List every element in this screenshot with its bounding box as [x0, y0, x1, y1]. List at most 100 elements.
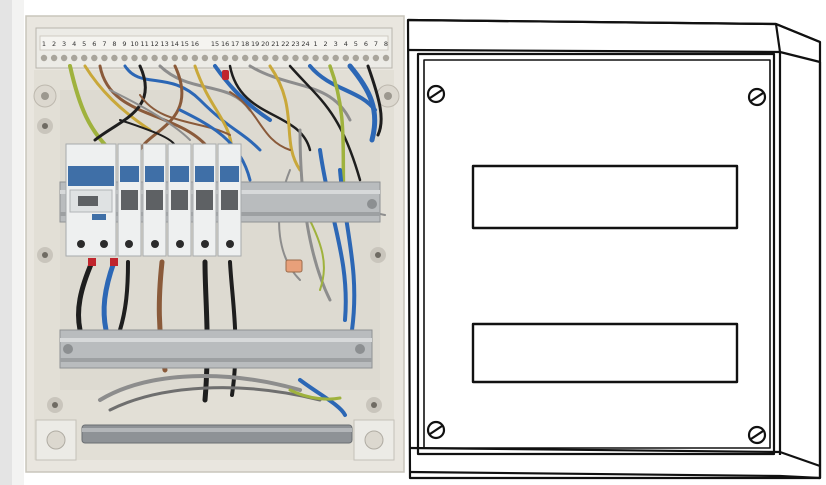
terminal-number: 15: [181, 40, 189, 48]
terminal-screw: [332, 54, 339, 62]
terminal-screw: [141, 54, 148, 62]
terminal-number: 8: [384, 40, 388, 48]
terminal-screw: [352, 54, 359, 62]
circuit-breaker-4[interactable]: [192, 143, 217, 257]
terminal-screw: [181, 54, 188, 62]
terminal-screw: [362, 54, 370, 62]
circuit-breaker-5[interactable]: [217, 143, 242, 257]
terminal-screw: [302, 54, 309, 62]
terminal-screw: [191, 54, 199, 62]
screw-bottom-right: [747, 425, 767, 445]
breaker-row: [65, 143, 242, 257]
terminal-screw: [81, 54, 88, 62]
terminal-screw: [131, 54, 138, 62]
screw-top-right: [747, 87, 767, 107]
terminal-number: 4: [72, 40, 76, 48]
terminal-screw: [221, 54, 229, 62]
screw-bottom-left: [426, 420, 446, 440]
circuit-breaker-3[interactable]: [167, 143, 192, 257]
terminal-screw: [262, 54, 269, 62]
terminal-number: 2: [52, 40, 56, 48]
terminal-number: 2: [324, 40, 328, 48]
door-panel: [416, 52, 776, 456]
terminal-number: 11: [140, 40, 148, 48]
terminal-screw: [372, 54, 380, 62]
terminal-screw: [91, 54, 98, 62]
screw-top-left: [426, 84, 446, 104]
top-lid: [407, 18, 782, 54]
terminal-number: 6: [92, 40, 96, 48]
terminal-screw: [40, 54, 48, 62]
terminal-number: 15: [211, 40, 219, 48]
terminal-screw: [211, 54, 219, 62]
terminal-number: 1: [42, 40, 46, 48]
terminal-number: 10: [130, 40, 138, 48]
terminal-number: 1: [314, 40, 318, 48]
terminal-number: 12: [150, 40, 158, 48]
bottom-lip: [409, 446, 821, 468]
terminal-number: 14: [171, 40, 179, 48]
terminal-number: 23: [291, 40, 299, 48]
din-rail-lower: [59, 329, 373, 369]
terminal-screw: [161, 54, 168, 62]
circuit-breaker-1[interactable]: [117, 143, 142, 257]
terminal-screw: [272, 54, 279, 62]
terminal-number: 13: [161, 40, 169, 48]
wiring-right-side: [278, 128, 386, 332]
terminal-number: 9: [122, 40, 126, 48]
breaker-window-lower: [471, 322, 739, 384]
terminal-screw: [242, 54, 249, 62]
terminal-number: 4: [344, 40, 348, 48]
terminal-screw: [171, 54, 178, 62]
terminal-number: 19: [251, 40, 259, 48]
terminal-number: 17: [231, 40, 239, 48]
terminal-number: 5: [82, 40, 86, 48]
rcd-breaker[interactable]: [65, 143, 117, 257]
terminal-screw: [312, 54, 319, 62]
terminal-number: 6: [364, 40, 368, 48]
red-sleeve: [88, 258, 96, 266]
terminal-number: 5: [354, 40, 358, 48]
earth-bar: [81, 424, 353, 444]
drawing-closed-enclosure: [406, 18, 822, 480]
breaker-window-upper: [471, 164, 739, 230]
terminal-screw: [292, 54, 299, 62]
cable-entry: [35, 419, 395, 461]
red-wire-marker: [222, 70, 229, 80]
wire-connector: [285, 259, 303, 273]
terminal-number: 22: [281, 40, 289, 48]
circuit-breaker-2[interactable]: [142, 143, 167, 257]
terminal-screw: [282, 54, 289, 62]
terminal-screw: [322, 54, 329, 62]
terminal-number: 7: [374, 40, 378, 48]
terminal-number: 24: [301, 40, 309, 48]
door-inner-frame: [423, 59, 771, 449]
terminal-screw: [252, 54, 259, 62]
terminal-number: 8: [112, 40, 116, 48]
terminal-number: 21: [271, 40, 279, 48]
terminal-screw: [201, 54, 209, 62]
terminal-screw: [101, 54, 108, 62]
terminal-screw: [151, 54, 158, 62]
terminal-screw: [60, 54, 68, 62]
terminal-screw: [71, 54, 78, 62]
terminal-screw: [111, 54, 118, 62]
terminal-screw: [382, 54, 390, 62]
wiring-lower: [76, 259, 347, 417]
terminal-number: 16: [191, 40, 199, 48]
terminal-screw: [121, 54, 128, 62]
terminal-screw: [231, 54, 239, 62]
terminal-number: 20: [261, 40, 269, 48]
terminal-number: 3: [62, 40, 66, 48]
terminal-number: 7: [102, 40, 106, 48]
red-sleeve: [110, 258, 118, 266]
terminal-number: 3: [334, 40, 338, 48]
terminal-screw: [50, 54, 58, 62]
terminal-number: 18: [241, 40, 249, 48]
mounting-boss: [33, 84, 400, 413]
terminal-screw: [342, 54, 349, 62]
terminal-number: 16: [221, 40, 229, 48]
